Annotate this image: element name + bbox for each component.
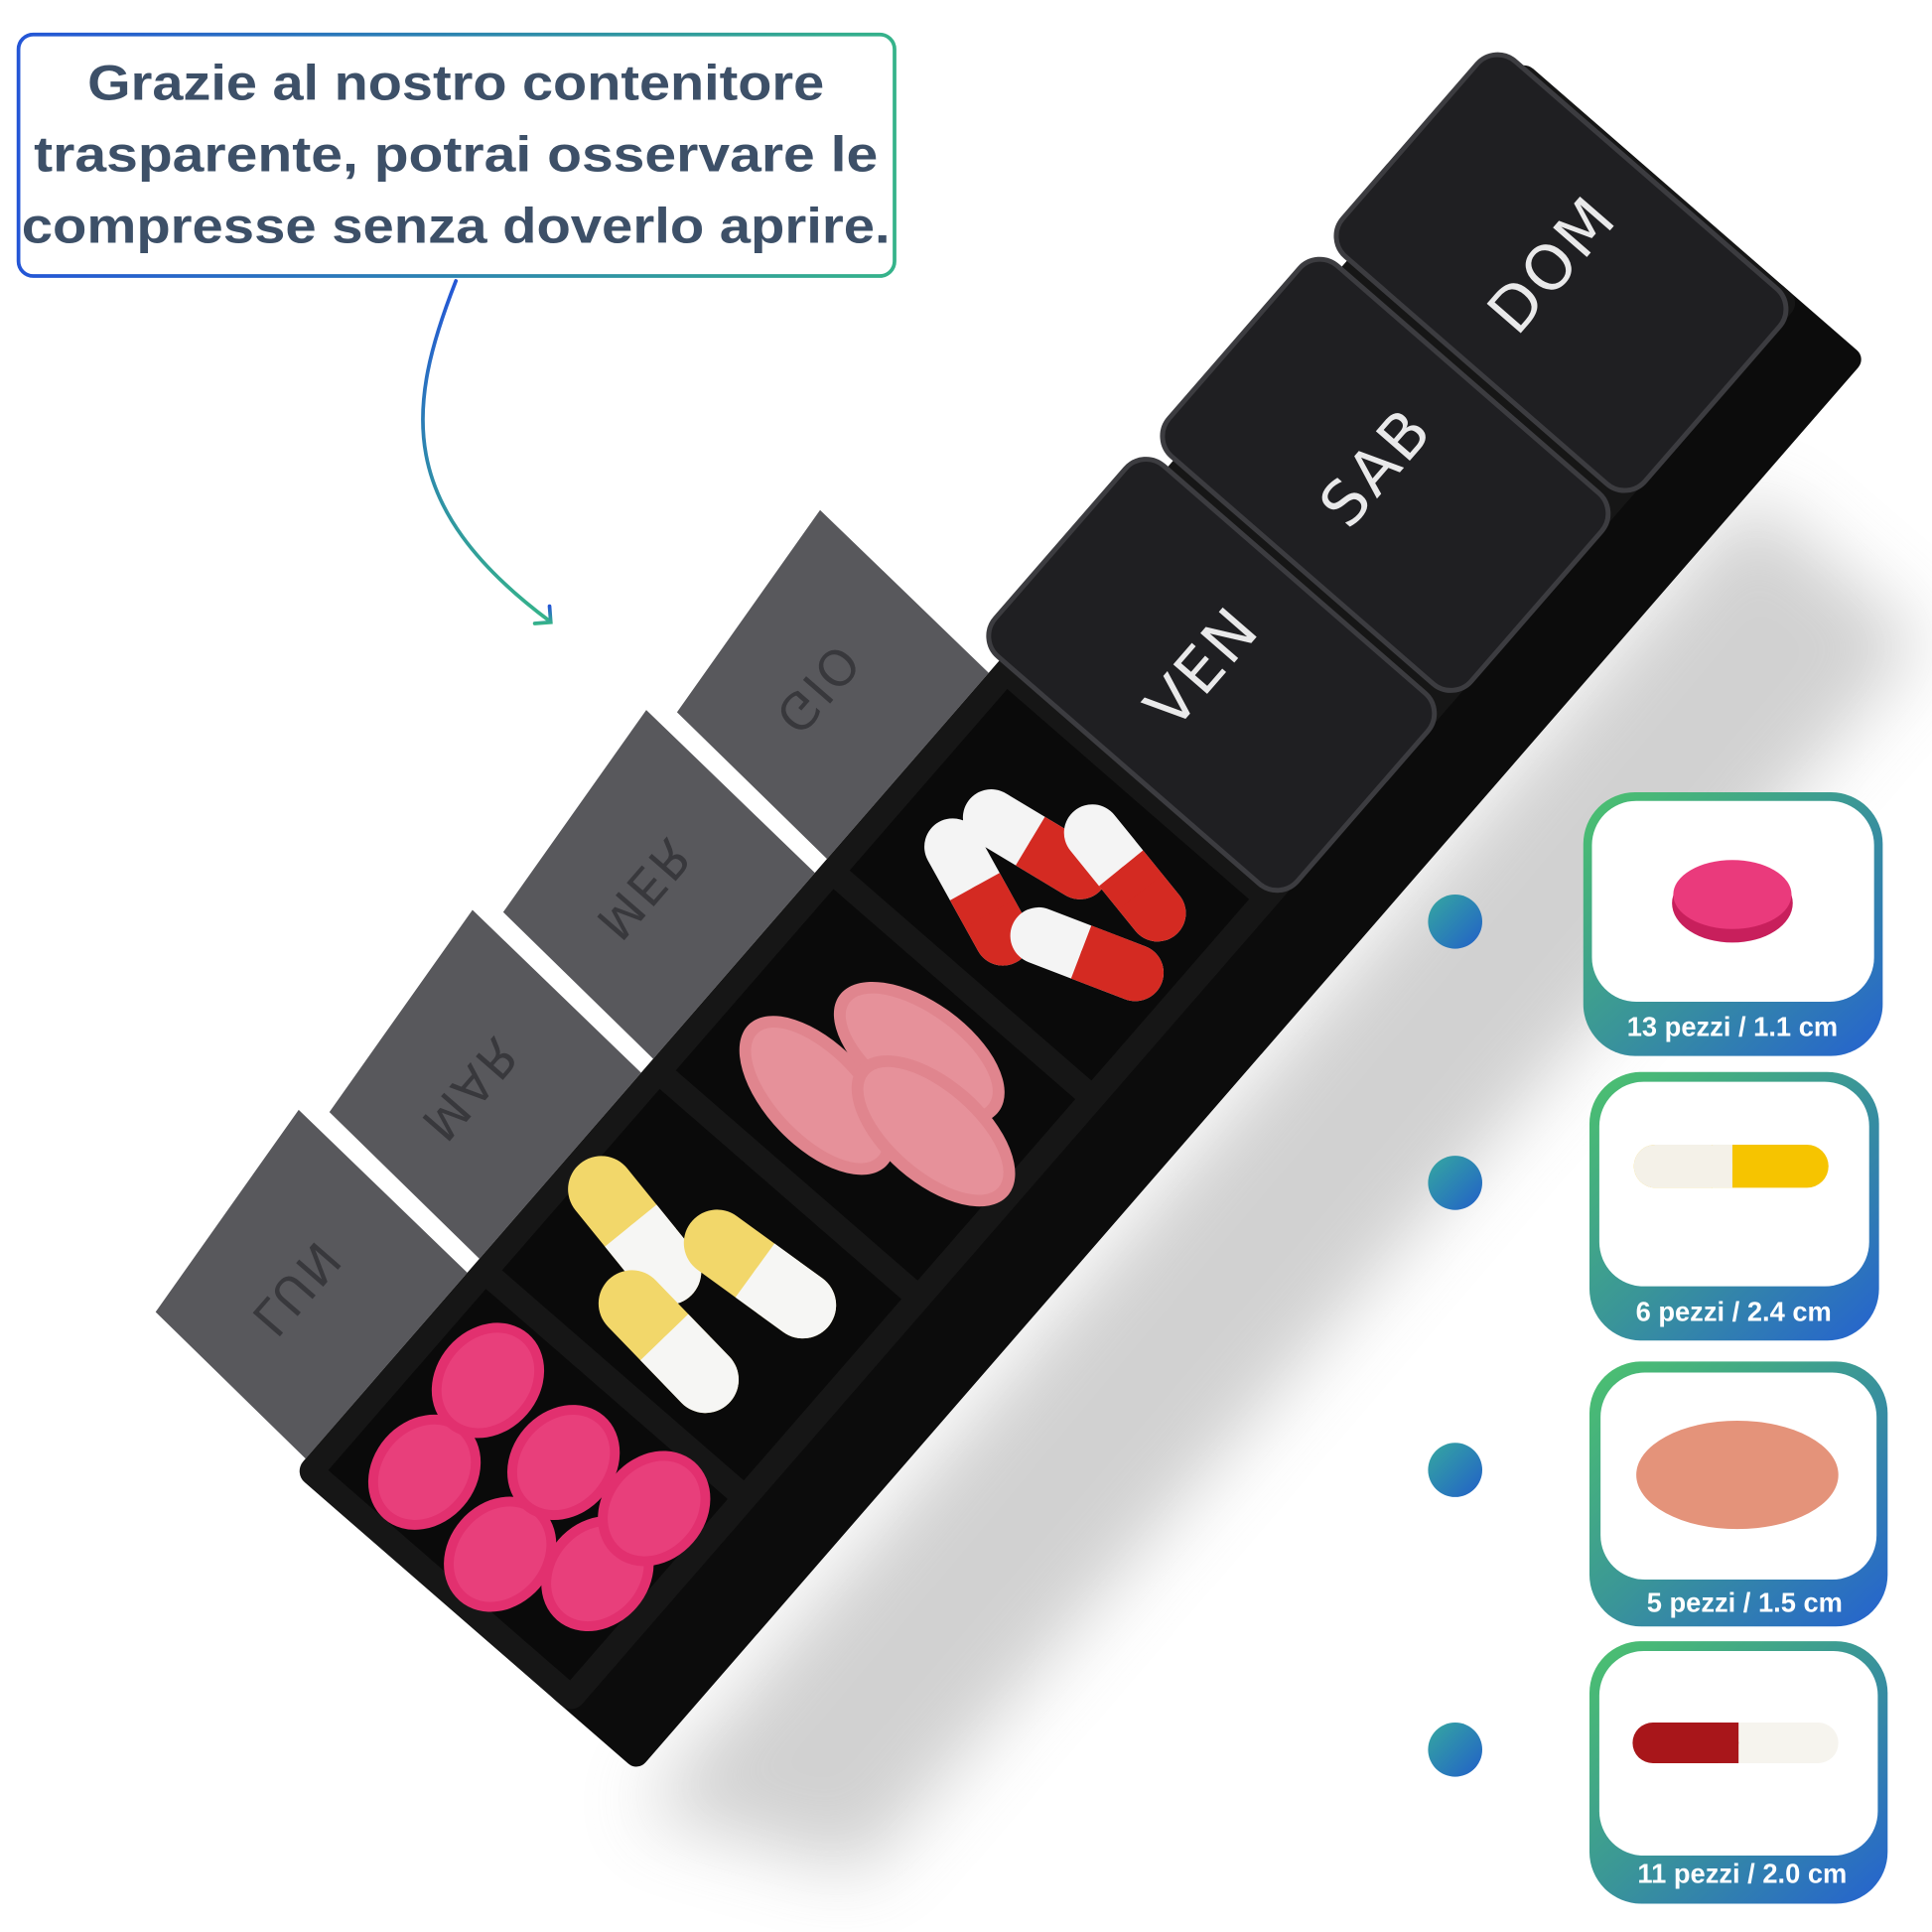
- timeline-dot: [1428, 1443, 1483, 1497]
- pill-card: 13 pezzi / 1.1 cm: [1583, 792, 1883, 1056]
- card-label: 6 pezzi / 2.4 cm: [1636, 1296, 1832, 1326]
- pink-round-tablet-icon: [1672, 860, 1793, 943]
- red-white-capsule-icon: [1632, 1723, 1839, 1763]
- compartment-gio[interactable]: GIO: [650, 509, 1257, 1085]
- pill-organizer: LUN MAR MER GIO: [125, 44, 1862, 1767]
- compartment-lun[interactable]: LUN: [125, 1109, 738, 1692]
- callout-line-3: compresse senza doverlo aprire.: [22, 198, 891, 253]
- timeline: [1428, 895, 1483, 1777]
- pill-card: 5 pezzi / 1.5 cm: [1588, 1361, 1888, 1627]
- pill-card: 11 pezzi / 2.0 cm: [1588, 1641, 1888, 1904]
- lid-closed[interactable]: [1325, 44, 1797, 501]
- curved-arrow-icon: [421, 279, 553, 625]
- card-label: 11 pezzi / 2.0 cm: [1637, 1858, 1847, 1888]
- compartment-mar[interactable]: MAR: [303, 909, 909, 1484]
- compartment-ven[interactable]: VEN: [978, 448, 1446, 901]
- callout-line-2: trasparente, potrai osservare le: [34, 127, 878, 183]
- lid-open[interactable]: [129, 1109, 476, 1459]
- organizer-side: [549, 282, 1862, 1767]
- compartment-dom[interactable]: DOM: [1325, 44, 1797, 501]
- lid-open[interactable]: [477, 710, 823, 1059]
- timeline-dot: [1428, 1723, 1483, 1777]
- callout-line-1: Grazie al nostro contenitore: [87, 56, 824, 111]
- timeline-dot: [1428, 895, 1483, 949]
- pill-card: 6 pezzi / 2.4 cm: [1588, 1071, 1879, 1341]
- lid-open[interactable]: [303, 909, 649, 1259]
- timeline-dot: [1428, 1156, 1483, 1210]
- lid-closed[interactable]: [978, 448, 1446, 901]
- compartment-mer[interactable]: MER: [477, 710, 1093, 1294]
- card-label: 5 pezzi / 1.5 cm: [1647, 1587, 1843, 1617]
- lid-closed[interactable]: [1152, 248, 1619, 702]
- lid-open[interactable]: [650, 509, 997, 860]
- pink-oval-tablet-icon: [1636, 1420, 1839, 1530]
- compartment-sab[interactable]: SAB: [1152, 248, 1619, 702]
- white-yellow-capsule-icon: [1633, 1144, 1829, 1188]
- callout-box: Grazie al nostro contenitore trasparente…: [16, 32, 897, 278]
- card-label: 13 pezzi / 1.1 cm: [1627, 1012, 1838, 1042]
